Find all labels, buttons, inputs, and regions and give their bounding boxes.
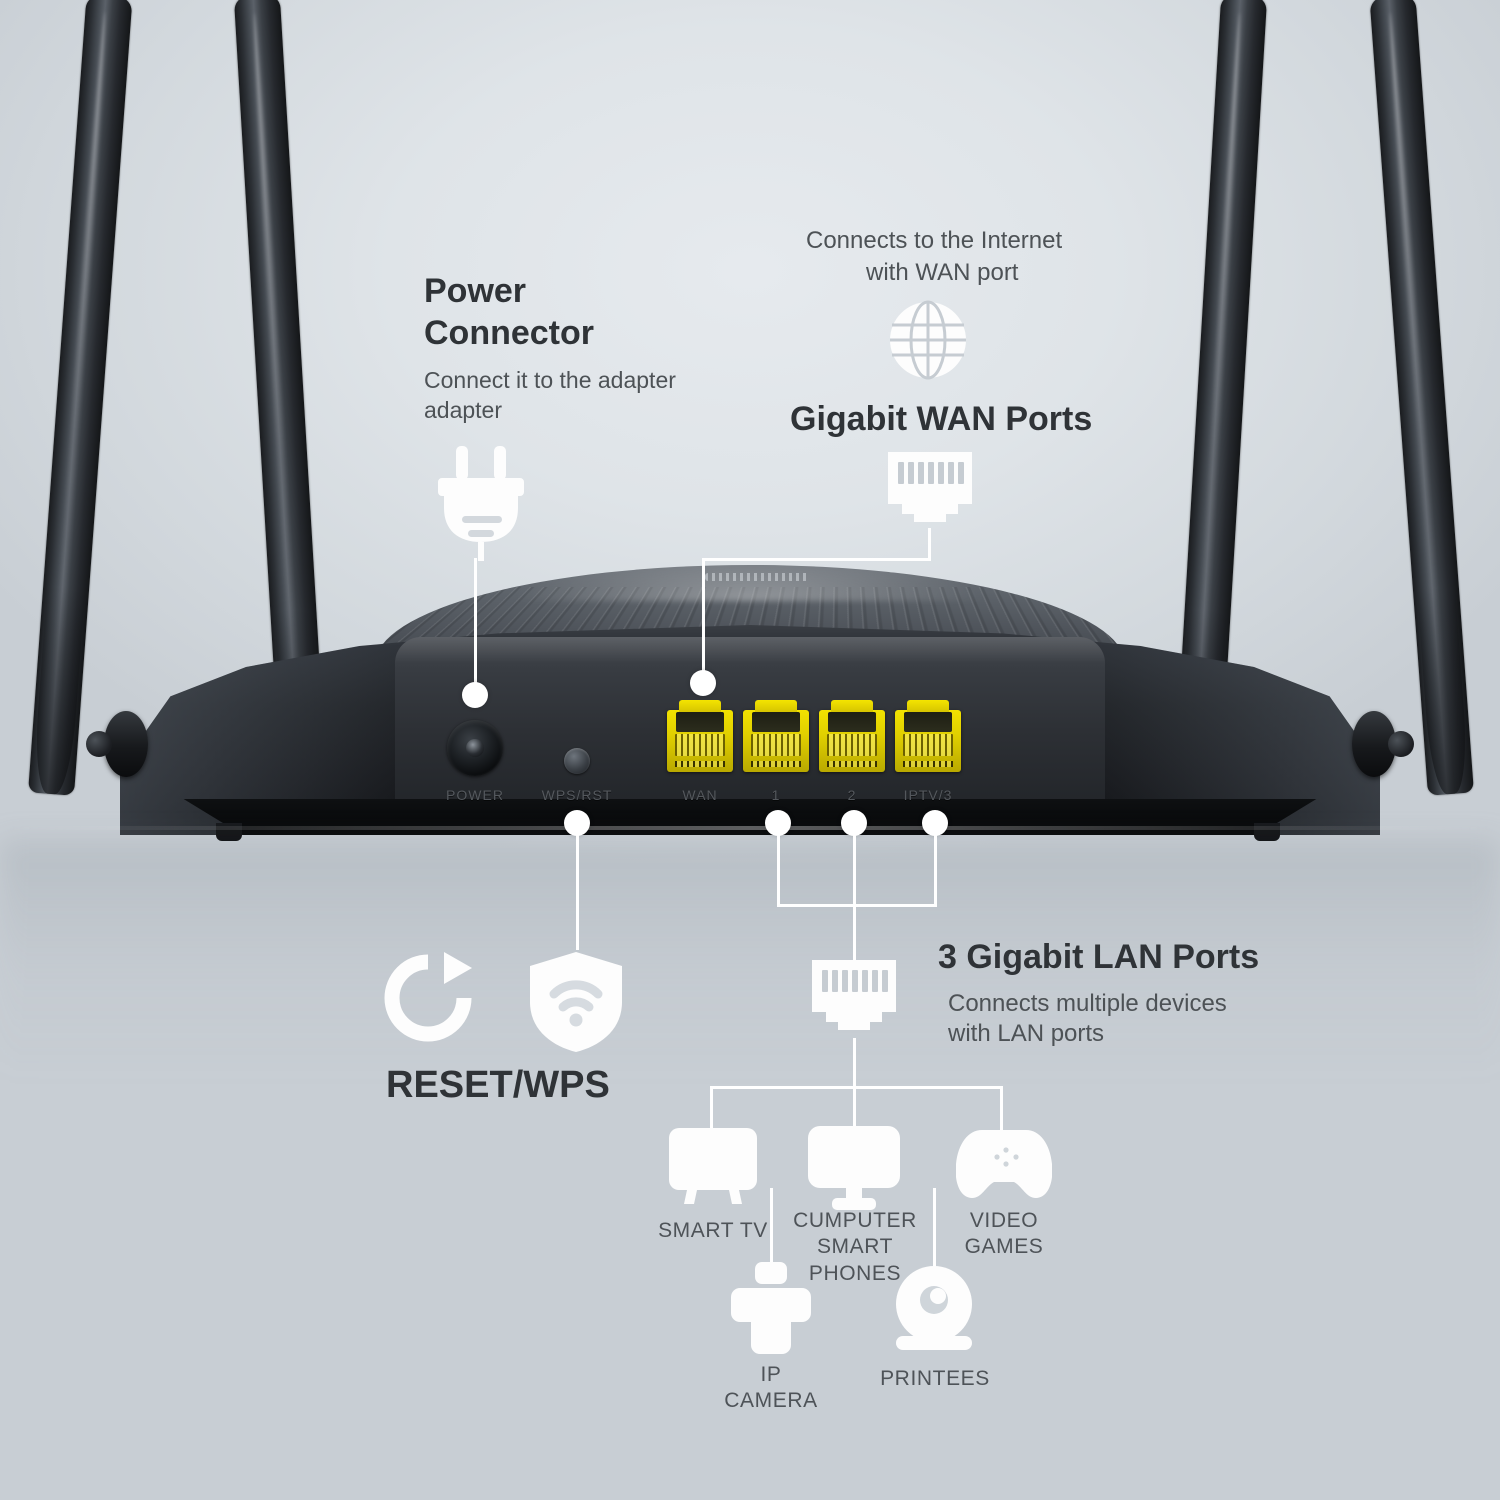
port-label-wps: WPS/RST — [541, 787, 613, 803]
wps-reset-button[interactable] — [564, 748, 590, 774]
globe-icon — [888, 300, 968, 380]
lan-port-3-iptv[interactable] — [895, 700, 961, 772]
lan-dot3-line — [934, 830, 937, 906]
power-plug-icon — [436, 446, 526, 561]
wan-line-drop — [928, 528, 931, 560]
lan-port-2[interactable] — [819, 700, 885, 772]
port-label-lan2: 2 — [847, 787, 857, 803]
lan-dot1-line — [777, 830, 780, 906]
gamepad-icon — [956, 1126, 1052, 1206]
rj45-port-icon-lan — [810, 958, 898, 1038]
reset-arrow-icon — [380, 950, 476, 1046]
wifi-shield-icon — [527, 950, 625, 1054]
lan-fanout-stem — [853, 1038, 856, 1088]
power-callout-line — [474, 558, 477, 688]
power-title-line1: Power — [424, 272, 527, 310]
lan-branch-pc — [853, 1086, 856, 1132]
printer-icon — [727, 1262, 815, 1354]
antenna-1 — [28, 0, 133, 796]
reset-wps-title: RESET/WPS — [386, 1064, 610, 1106]
device-label-ip-camera: IP CAMERA — [724, 1363, 818, 1413]
power-desc-line2: adapter — [424, 397, 503, 423]
lan-desc-line1: Connects multiple devices — [948, 990, 1227, 1017]
lan-branch-ipcam — [770, 1188, 773, 1268]
antenna-hinge-pin-right — [1388, 731, 1414, 757]
router-base — [183, 799, 1317, 835]
tv-icon — [665, 1128, 761, 1210]
lan-branch-printer — [933, 1188, 936, 1268]
router-foot-right — [1254, 823, 1280, 841]
wan-line-across — [702, 558, 931, 561]
rj45-port-icon-wan — [886, 450, 974, 530]
surface-shadow — [0, 840, 1500, 1080]
lan-fanout-bar — [710, 1086, 1003, 1089]
device-label-smart-tv: SMART TV — [658, 1219, 768, 1242]
lan-merge-bar — [777, 904, 937, 907]
antenna-hinge-pin-left — [86, 731, 112, 757]
power-callout-dot — [462, 682, 488, 708]
lan-branch-tv — [710, 1086, 713, 1132]
lan-branch-game — [1000, 1086, 1003, 1132]
port-label-power: POWER — [446, 787, 504, 803]
wan-line-down — [702, 558, 705, 676]
power-desc-line1: Connect it to the adapter — [424, 367, 676, 393]
device-label-video-games: VIDEO GAMES — [964, 1209, 1044, 1259]
device-label-computer: CUMPUTER SMART PHONES — [793, 1209, 917, 1285]
lan-title: 3 Gigabit LAN Ports — [938, 938, 1260, 976]
lan-desc-line2: with LAN ports — [948, 1020, 1105, 1047]
port-label-lan1: 1 — [771, 787, 781, 803]
wan-port[interactable] — [667, 700, 733, 772]
wan-callout-dot — [690, 670, 716, 696]
power-jack[interactable] — [447, 720, 503, 776]
camera-icon — [886, 1262, 982, 1352]
lan-port-1[interactable] — [743, 700, 809, 772]
wps-callout-line — [576, 830, 579, 950]
wan-desc-line1: Connects to the Internet — [806, 227, 1063, 254]
router-foot-left — [216, 823, 242, 841]
wan-desc-line2: with WAN port — [866, 259, 1019, 286]
antenna-4 — [1369, 0, 1474, 796]
wan-title: Gigabit WAN Ports — [790, 400, 1093, 438]
wireless-router: POWER WPS/RST WAN 1 2 IPTV/3 — [86, 565, 1414, 841]
lan-merge-drop — [853, 904, 856, 960]
lan-dot2-line — [853, 830, 856, 906]
device-label-printees: PRINTEES — [880, 1367, 990, 1390]
port-label-iptv3: IPTV/3 — [903, 787, 953, 803]
power-title-line2: Connector — [424, 314, 594, 352]
port-label-wan: WAN — [682, 787, 718, 803]
monitor-icon — [806, 1126, 902, 1212]
